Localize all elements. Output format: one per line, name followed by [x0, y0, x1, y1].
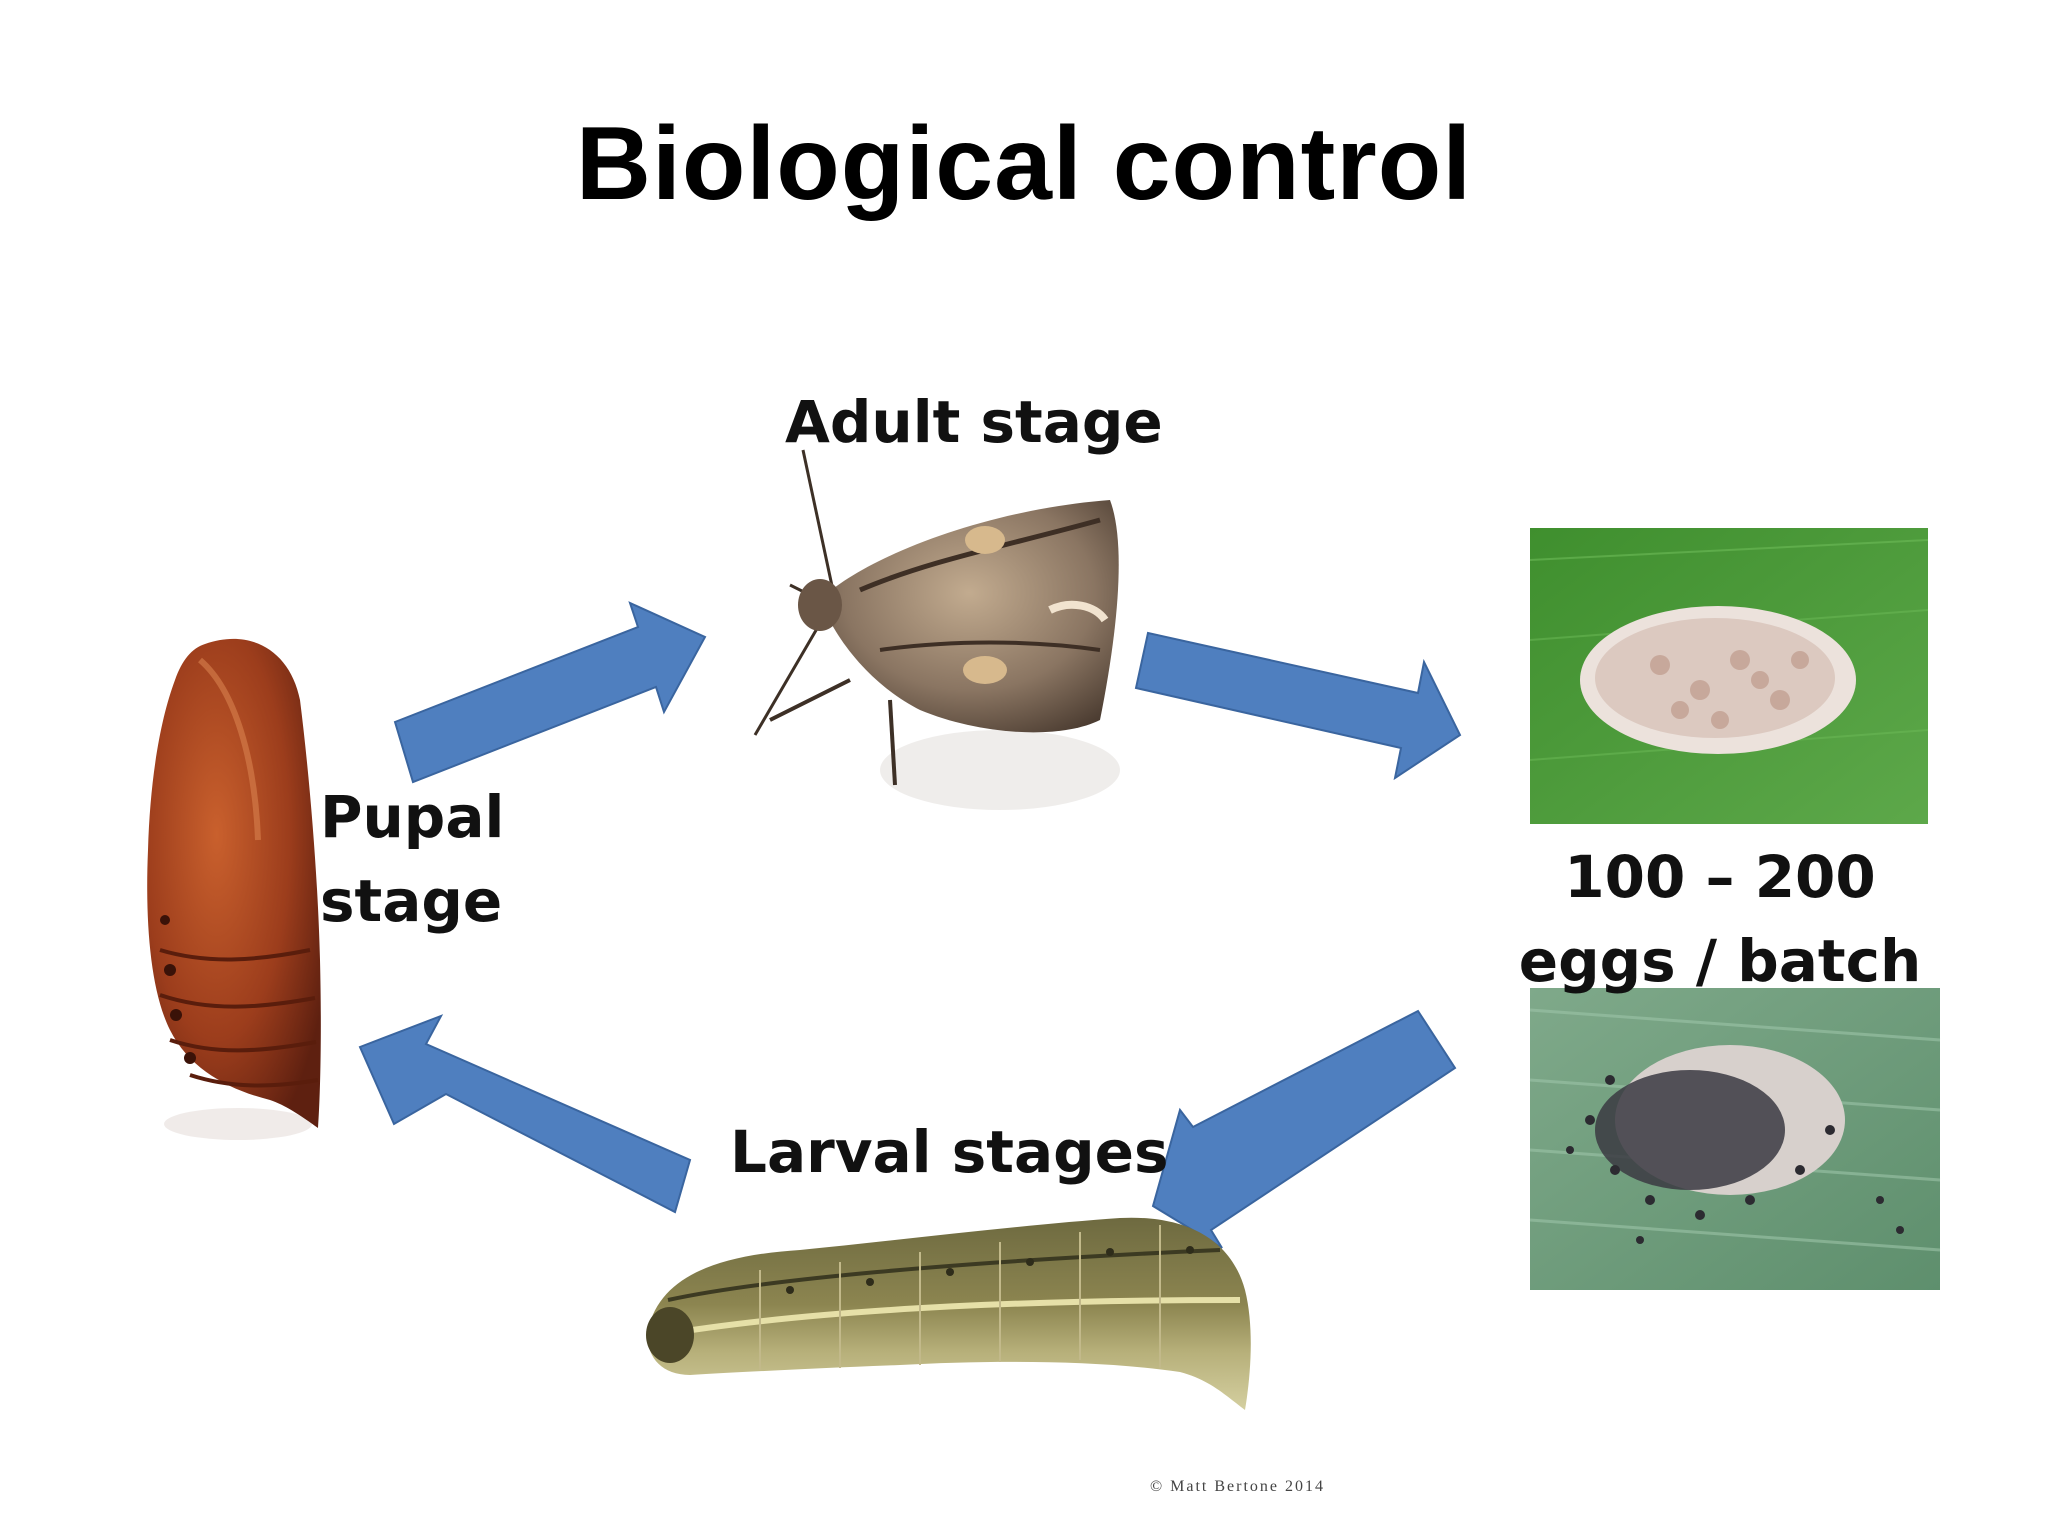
larval-stages-label: Larval stages — [730, 1118, 1169, 1186]
adult-stage-label: Adult stage — [785, 388, 1163, 456]
pupa-image — [147, 638, 321, 1140]
eggs-per-batch-label: 100 – 200 eggs / batch — [1518, 843, 1922, 996]
arrow-larva-to-pupa — [358, 1014, 692, 1214]
caterpillar-image — [646, 1217, 1251, 1410]
arrow-pupa-to-adult — [393, 601, 707, 784]
hatching-larvae-image — [1529, 988, 1941, 1290]
moth-image — [753, 449, 1120, 810]
copyright-credit: © Matt Bertone 2014 — [1150, 1478, 1326, 1495]
arrow-eggs-to-larva — [1151, 1009, 1457, 1249]
pupal-stage-label: Pupal stage — [320, 783, 505, 936]
egg-batch-image — [1529, 528, 1929, 824]
slide-title: Biological control — [575, 106, 1473, 222]
arrow-adult-to-eggs — [1134, 631, 1462, 781]
